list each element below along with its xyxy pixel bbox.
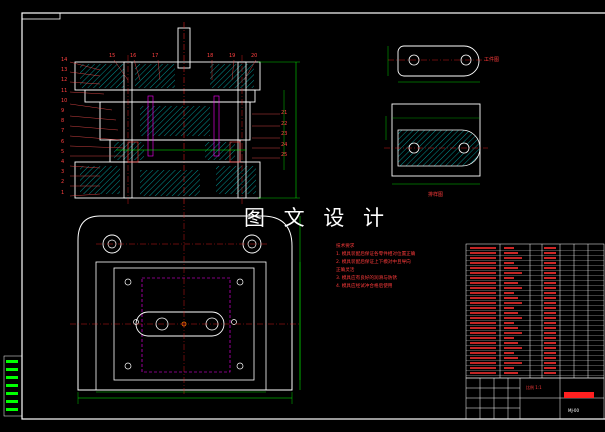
watermark: 图 文 设 计 — [244, 206, 391, 230]
notes-item: 3. 模具应有良好的润滑与防锈 — [336, 276, 397, 281]
notes-heading: 技术要求 — [336, 244, 355, 249]
callout-number: 6 — [61, 138, 65, 145]
callout-number: 11 — [61, 87, 68, 94]
callout-number: 24 — [281, 141, 288, 148]
callout-number: 1 — [61, 189, 65, 196]
leader-lines-left — [69, 61, 125, 197]
plan-view — [70, 212, 301, 404]
parts-list — [465, 243, 605, 379]
title-stamp — [564, 392, 594, 398]
revision-strip — [3, 355, 23, 417]
callout-number: 13 — [61, 67, 68, 74]
callout-number: 10 — [61, 97, 68, 104]
callout-number: 21 — [281, 110, 288, 116]
callout-number: 14 — [61, 57, 68, 63]
callout-number: 23 — [281, 131, 288, 137]
title-block — [465, 377, 605, 420]
callout-number: 18 — [207, 53, 214, 59]
callout-number: 9 — [61, 108, 65, 114]
corner-tab — [21, 12, 61, 20]
workpiece-label: 工件图 — [484, 57, 500, 63]
callout-number: 4 — [61, 159, 65, 165]
callout-number: 15 — [109, 53, 116, 59]
callout-number: 16 — [130, 53, 137, 59]
workpiece-view — [387, 45, 488, 83]
notes-item: 4. 模具应经试冲合格后使用 — [336, 284, 393, 289]
callout-number: 25 — [281, 152, 288, 158]
leader-lines-right — [252, 113, 280, 159]
callout-number: 22 — [281, 120, 288, 127]
callout-number: 19 — [229, 53, 236, 59]
notes-item: 1. 模具装配后保证各零件相对位置正确 — [336, 252, 416, 257]
callout-number: 12 — [61, 77, 68, 84]
strip-layout-label: 排样图 — [428, 192, 444, 198]
callout-number: 7 — [61, 128, 65, 135]
callout-number: 8 — [61, 118, 65, 125]
notes-item: 正确灵活 — [336, 268, 355, 273]
callout-number: 2 — [61, 179, 65, 186]
assembly-section-view — [74, 22, 300, 210]
scale-text: 比例 1:1 — [526, 385, 542, 390]
parts-list-rows — [466, 247, 604, 376]
callout-number: 20 — [251, 53, 258, 59]
callout-number: 17 — [152, 53, 159, 59]
notes-item: 2. 模具装配后保证上下模对中且导向 — [336, 260, 411, 265]
drawing-number: MJ-00 — [568, 408, 580, 413]
sheet-border — [21, 12, 605, 420]
callout-number: 5 — [61, 148, 65, 155]
strip-layout-view — [384, 103, 488, 185]
technical-requirements: 技术要求 1. 模具装配后保证各零件相对位置正确 2. 模具装配后保证上下模对中… — [336, 243, 415, 291]
callout-number: 3 — [61, 169, 65, 176]
leader-lines-top — [113, 59, 257, 81]
